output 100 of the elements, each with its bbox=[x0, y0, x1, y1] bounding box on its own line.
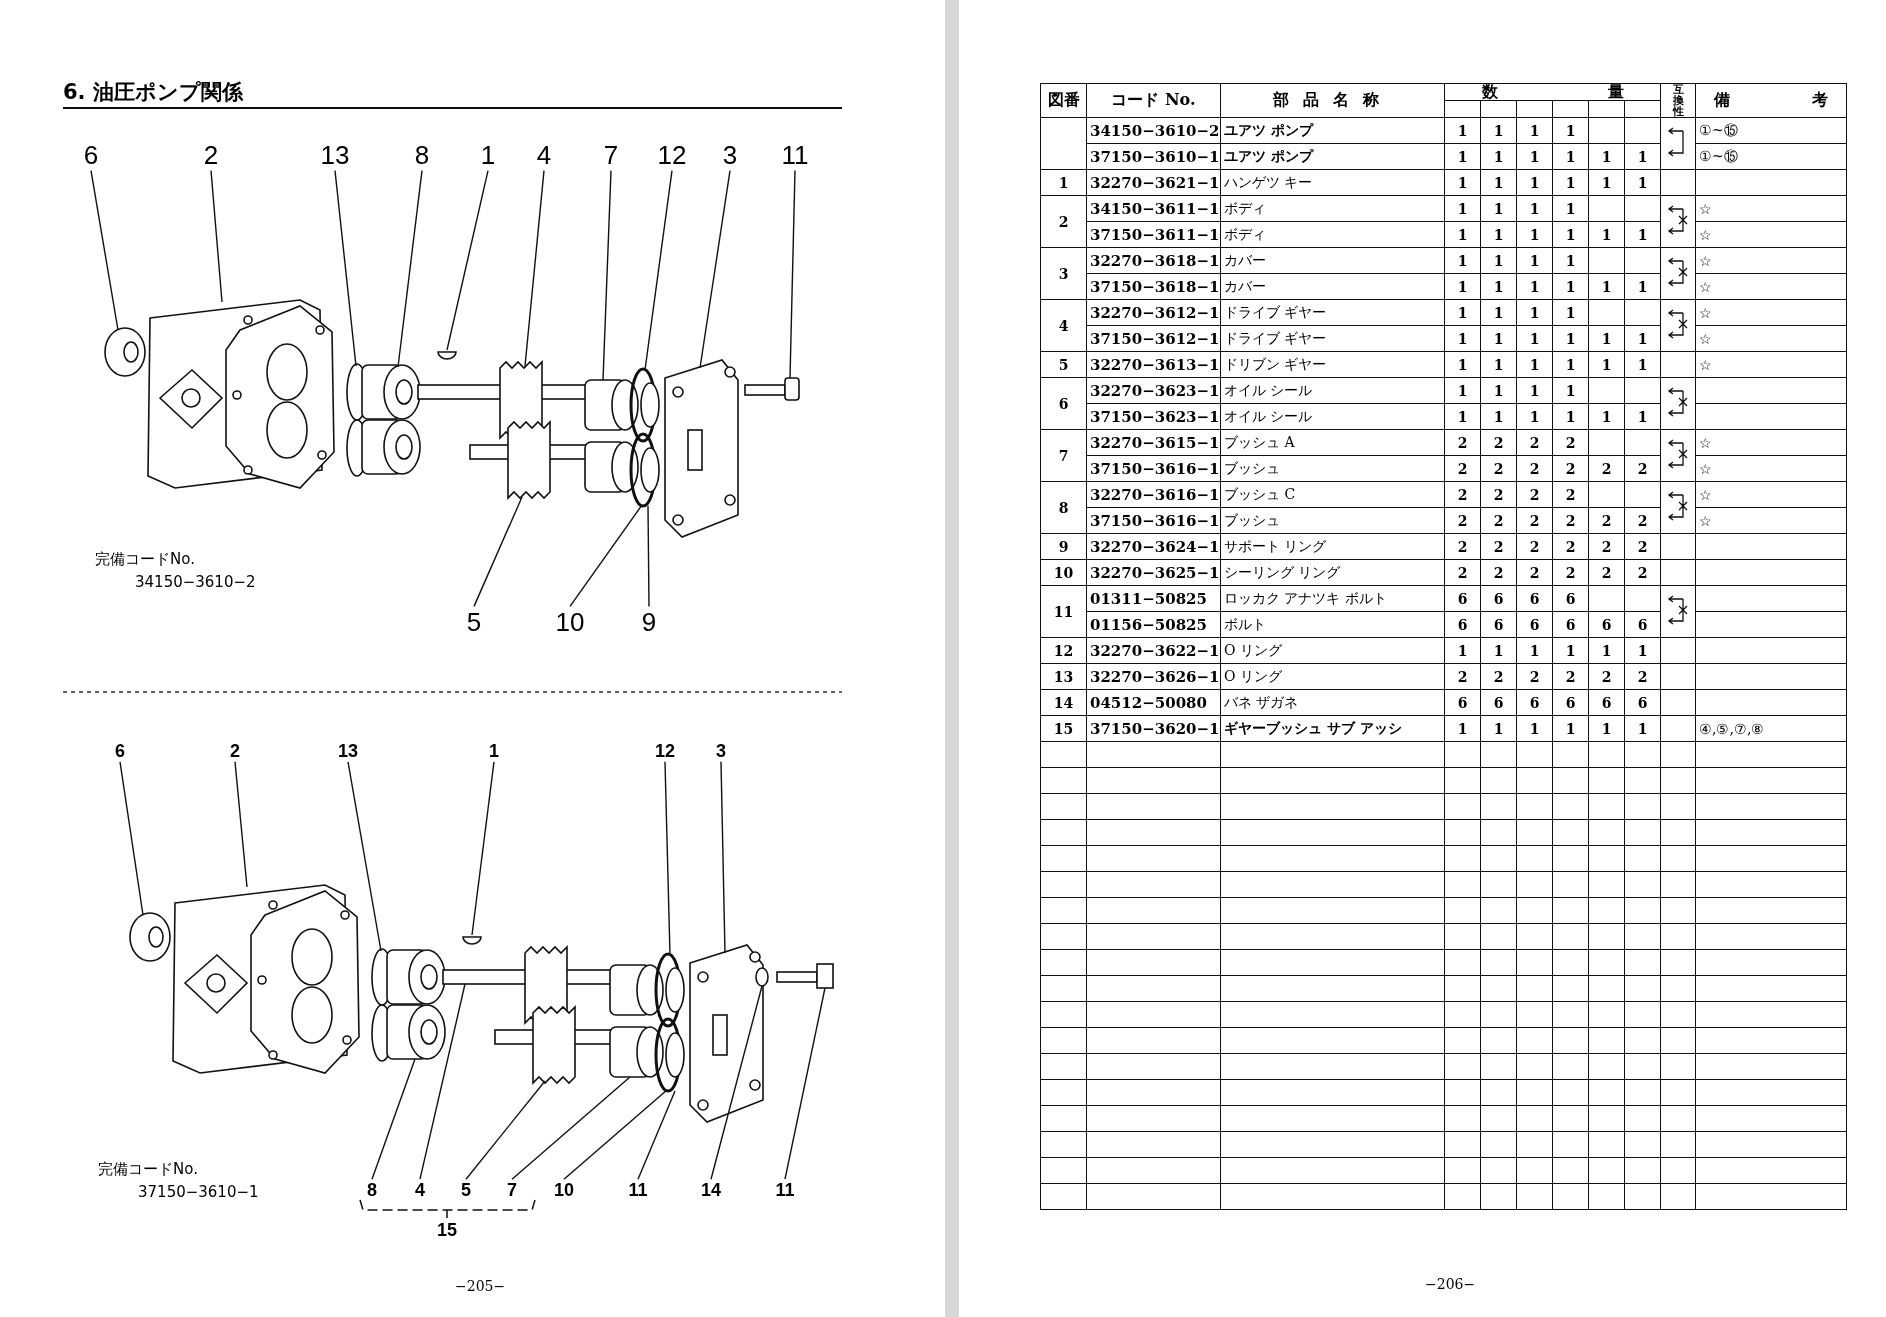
quantity: 1 bbox=[1444, 143, 1481, 170]
quantity: 2 bbox=[1516, 429, 1553, 456]
callout-number: 6 bbox=[83, 142, 99, 168]
figure-number: 2 bbox=[1040, 195, 1087, 248]
quantity: 1 bbox=[1516, 377, 1553, 404]
callout-number: 13 bbox=[320, 142, 350, 168]
quantity: 2 bbox=[1624, 559, 1661, 586]
part-name: ブッシュ C bbox=[1220, 481, 1445, 508]
quantity: 2 bbox=[1552, 429, 1589, 456]
quantity: 1 bbox=[1588, 169, 1625, 196]
remark: ☆ bbox=[1695, 325, 1847, 352]
quantity: 1 bbox=[1444, 195, 1481, 222]
complete-code-note: 完備コードNo. 34150−3610−2 bbox=[95, 549, 257, 593]
leader-line bbox=[511, 1076, 631, 1180]
quantity: 1 bbox=[1444, 299, 1481, 326]
quantity: 2 bbox=[1480, 507, 1517, 534]
part-name: ドライブ ギヤー bbox=[1220, 325, 1445, 352]
quantity: 1 bbox=[1444, 325, 1481, 352]
part-code: 32270−3618−1 bbox=[1086, 247, 1221, 274]
part-code: 37150−3616−1 bbox=[1086, 507, 1221, 534]
quantity: 1 bbox=[1480, 403, 1517, 430]
column-header: 互換性 bbox=[1660, 83, 1696, 118]
part-code: 37150−3611−1 bbox=[1086, 221, 1221, 248]
leader-line bbox=[644, 169, 673, 371]
callout-number: 12 bbox=[655, 742, 675, 760]
leader-line bbox=[569, 504, 643, 608]
remark: ①~⑮ bbox=[1695, 143, 1847, 170]
part-code: 34150−3610−2 bbox=[1086, 117, 1221, 144]
part-code: 37150−3610−1 bbox=[1086, 143, 1221, 170]
quantity: 1 bbox=[1552, 195, 1589, 222]
quantity: 1 bbox=[1624, 637, 1661, 664]
quantity: 1 bbox=[1480, 117, 1517, 144]
quantity: 2 bbox=[1480, 481, 1517, 508]
quantity: 1 bbox=[1552, 351, 1589, 378]
quantity: 1 bbox=[1552, 221, 1589, 248]
part-name: ドリブン ギヤー bbox=[1220, 351, 1445, 378]
quantity: 1 bbox=[1516, 637, 1553, 664]
quantity: 2 bbox=[1480, 429, 1517, 456]
quantity: 1 bbox=[1552, 143, 1589, 170]
quantity: 2 bbox=[1480, 559, 1517, 586]
quantity: 1 bbox=[1444, 403, 1481, 430]
quantity: 2 bbox=[1444, 455, 1481, 482]
quantity: 1 bbox=[1552, 403, 1589, 430]
part-name: ハンゲツ キー bbox=[1220, 169, 1445, 196]
quantity: 1 bbox=[1588, 143, 1625, 170]
column-header: 量 bbox=[1607, 85, 1624, 99]
quantity: 1 bbox=[1516, 221, 1553, 248]
leader-line bbox=[234, 761, 248, 888]
column-header: 部品名称 bbox=[1220, 83, 1445, 118]
leader-line bbox=[563, 1089, 668, 1180]
callout-number: 5 bbox=[466, 609, 482, 635]
quantity: 6 bbox=[1516, 689, 1553, 716]
remark: ☆ bbox=[1695, 429, 1847, 456]
quantity: 1 bbox=[1444, 169, 1481, 196]
quantity: 2 bbox=[1516, 663, 1553, 690]
column-header: コード No. bbox=[1086, 83, 1221, 118]
quantity: 2 bbox=[1552, 507, 1589, 534]
quantity: 1 bbox=[1516, 195, 1553, 222]
figure-number: 3 bbox=[1040, 247, 1087, 300]
quantity: 6 bbox=[1624, 689, 1661, 716]
part-name: バネ ザガネ bbox=[1220, 689, 1445, 716]
remark: ☆ bbox=[1695, 481, 1847, 508]
part-name: ブッシュ A bbox=[1220, 429, 1445, 456]
leader-line bbox=[647, 505, 650, 608]
quantity: 2 bbox=[1516, 559, 1553, 586]
part-name: O リング bbox=[1220, 637, 1445, 664]
quantity: 1 bbox=[1480, 299, 1517, 326]
leader-line bbox=[524, 169, 545, 367]
leader-line bbox=[446, 169, 489, 351]
leader-line bbox=[397, 169, 423, 368]
callout-number: 1 bbox=[480, 142, 496, 168]
quantity: 2 bbox=[1588, 559, 1625, 586]
quantity: 1 bbox=[1552, 715, 1589, 742]
quantity: 1 bbox=[1444, 247, 1481, 274]
quantity: 1 bbox=[1516, 325, 1553, 352]
quantity: 2 bbox=[1516, 533, 1553, 560]
callout-number: 11 bbox=[628, 1181, 648, 1199]
callout-number: 3 bbox=[716, 742, 726, 760]
quantity: 2 bbox=[1516, 507, 1553, 534]
quantity: 6 bbox=[1588, 689, 1625, 716]
quantity: 2 bbox=[1444, 507, 1481, 534]
quantity: 6 bbox=[1516, 585, 1553, 612]
quantity: 2 bbox=[1588, 533, 1625, 560]
part-name: ギヤーブッシュ サブ アッシ bbox=[1220, 715, 1445, 742]
part-name: カバー bbox=[1220, 273, 1445, 300]
quantity: 2 bbox=[1552, 533, 1589, 560]
quantity: 1 bbox=[1588, 715, 1625, 742]
quantity: 6 bbox=[1480, 585, 1517, 612]
quantity: 1 bbox=[1552, 377, 1589, 404]
leader-line bbox=[471, 761, 495, 936]
quantity: 6 bbox=[1480, 689, 1517, 716]
callout-number: 9 bbox=[641, 609, 657, 635]
callout-number: 12 bbox=[657, 142, 687, 168]
quantity: 2 bbox=[1444, 663, 1481, 690]
gear-pump-exploded-drawing bbox=[129, 884, 834, 1123]
quantity: 1 bbox=[1552, 169, 1589, 196]
callout-number: 10 bbox=[555, 609, 585, 635]
quantity: 1 bbox=[1624, 715, 1661, 742]
part-code: 34150−3611−1 bbox=[1086, 195, 1221, 222]
figure-number: 5 bbox=[1040, 351, 1087, 378]
